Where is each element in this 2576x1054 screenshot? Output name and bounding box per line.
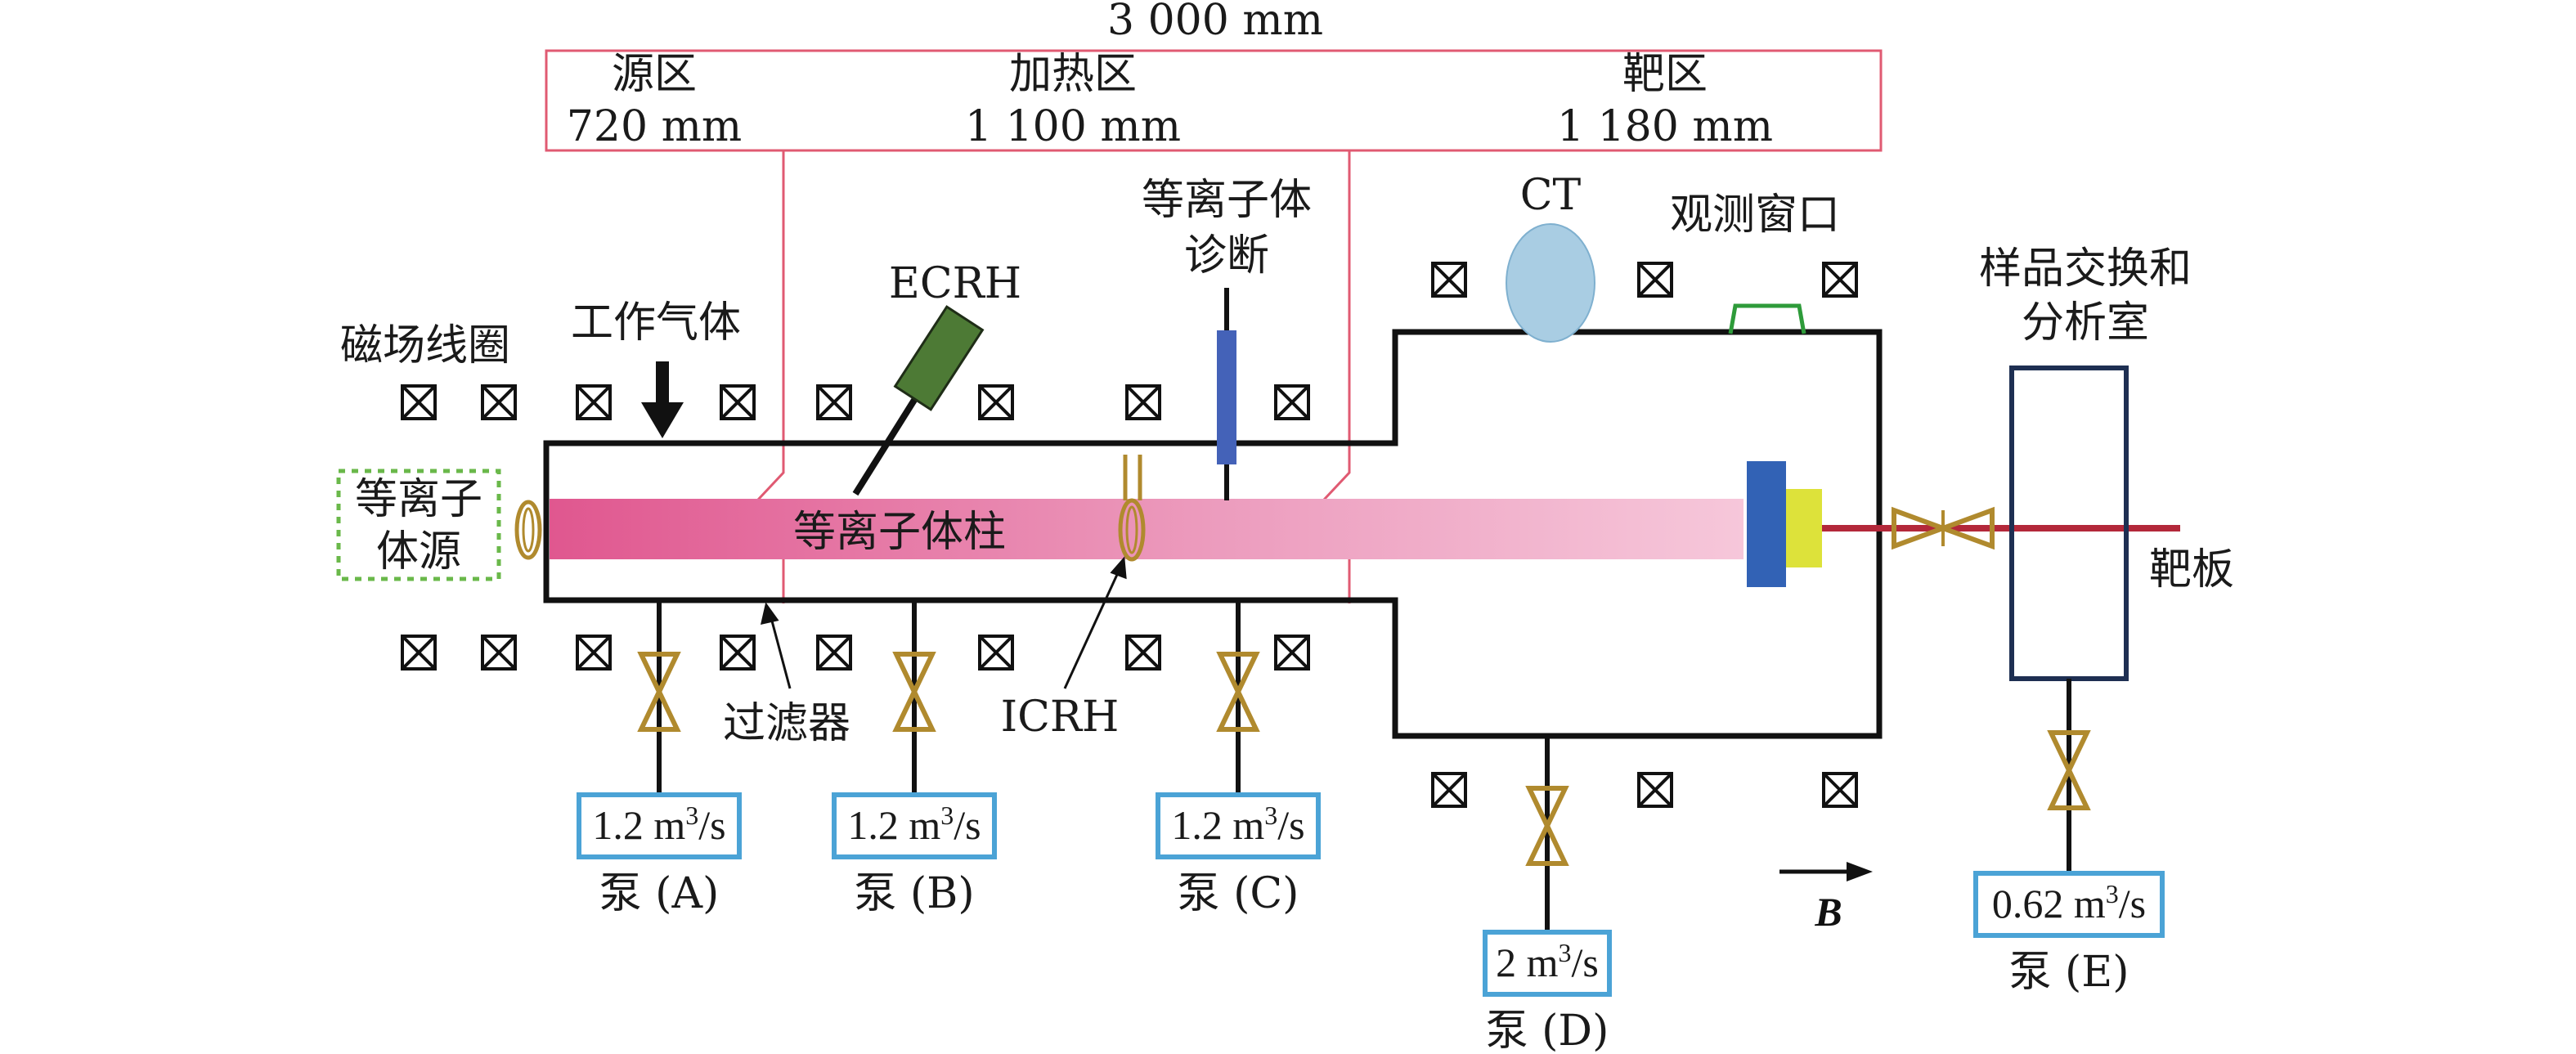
- coil-icon: [720, 635, 756, 671]
- sample-chamber-label-line2: 分析室: [2022, 298, 2149, 348]
- diagnostic-probe-icon: [1217, 330, 1236, 464]
- coil-icon: [1125, 635, 1161, 671]
- zone-heating-name: 加热区: [1009, 50, 1137, 99]
- pump-e: 0.62 m3/s 泵 (E): [1973, 679, 2165, 997]
- pump-d: 2 m3/s 泵 (D): [1483, 736, 1612, 1054]
- sample-chamber-label-line1: 样品交换和: [1979, 244, 2192, 294]
- total-length-label: 3 000 mm: [1107, 0, 1323, 45]
- pump-d-name: 泵 (D): [1486, 1007, 1609, 1054]
- pump-a-box: [577, 792, 742, 859]
- pump-b-name: 泵 (B): [854, 869, 974, 918]
- vacuum-chamber: [543, 329, 1883, 739]
- pump-e-name: 泵 (E): [2008, 948, 2129, 997]
- pump-d-speed: 2 m3/s: [1496, 938, 1599, 985]
- icrh-label: ICRH: [1001, 693, 1120, 742]
- coil-icon: [481, 384, 517, 420]
- coil-icon: [576, 384, 612, 420]
- coil-icon: [978, 635, 1014, 671]
- coil-icon: [1822, 262, 1858, 298]
- coil-icon: [401, 384, 437, 420]
- target-valve-icon: [1892, 506, 1995, 550]
- ct-ellipse-icon: [1506, 223, 1595, 343]
- coil-icon: [816, 635, 852, 671]
- plasma-source-label-line2: 体源: [376, 527, 461, 576]
- coil-icon: [1431, 772, 1467, 808]
- ecrh-waveguide: [852, 395, 919, 496]
- plasma-source-label-line1: 等离子: [355, 475, 482, 524]
- dimension-header: 3 000 mm 源区 720 mm 加热区 1 100 mm 靶区 1 180…: [545, 0, 1883, 152]
- pump-a-name: 泵 (A): [599, 869, 720, 918]
- zone-heating-length: 1 100 mm: [965, 102, 1181, 151]
- field-direction-arrow-icon: [1779, 862, 1873, 881]
- plasma-column-label: 等离子体柱: [793, 508, 1006, 557]
- coil-icon: [1274, 635, 1310, 671]
- ecrh-launcher-icon: [893, 305, 985, 411]
- target-plate-label: 靶板: [2149, 545, 2234, 594]
- zone-source-name: 源区: [612, 50, 697, 99]
- coil-icon: [576, 635, 612, 671]
- coil-icon: [1637, 772, 1673, 808]
- coil-icon: [1125, 384, 1161, 420]
- field-vector-label: B: [1814, 889, 1842, 935]
- pump-c-name: 泵 (C): [1178, 869, 1299, 918]
- ct-label: CT: [1520, 171, 1582, 220]
- target-holder: [1747, 461, 1786, 587]
- coil-icon: [481, 635, 517, 671]
- source-ring-icon: [514, 500, 542, 560]
- pump-e-box: [1973, 871, 2165, 938]
- filter-label: 过滤器: [723, 699, 850, 748]
- zone-target-name: 靶区: [1622, 50, 1708, 99]
- pump-b-box: [832, 792, 997, 859]
- icrh-antenna-icon: [1118, 455, 1146, 562]
- observation-window-label: 观测窗口: [1670, 191, 1840, 240]
- pump-a: 1.2 m3/s 泵 (A): [577, 600, 742, 918]
- pump-d-box: [1483, 930, 1612, 997]
- plasma-column: [550, 499, 1744, 559]
- observation-window-icon: [1728, 303, 1806, 334]
- working-gas-label: 工作气体: [571, 298, 741, 348]
- coil-icon: [720, 384, 756, 420]
- coil-icon: [1822, 772, 1858, 808]
- pump-e-speed: 0.62 m3/s: [1992, 879, 2146, 926]
- coil-icon: [1637, 262, 1673, 298]
- ecrh-label: ECRH: [889, 259, 1021, 308]
- coil-icon: [1274, 384, 1310, 420]
- gas-inlet-arrow-icon: [641, 361, 684, 438]
- pump-a-speed: 1.2 m3/s: [592, 801, 725, 848]
- pump-b-speed: 1.2 m3/s: [847, 801, 981, 848]
- diagnostics-label-line2: 诊断: [1184, 231, 1269, 280]
- coil-icon: [1431, 262, 1467, 298]
- zone-source-length: 720 mm: [567, 102, 742, 151]
- pump-b: 1.2 m3/s 泵 (B): [832, 600, 997, 918]
- zone-target-length: 1 180 mm: [1557, 102, 1773, 151]
- diagnostics-label-line1: 等离子体: [1142, 176, 1312, 225]
- target-plate-face: [1786, 489, 1822, 567]
- plasma-source-box: [336, 469, 501, 581]
- magnetic-coil-label: 磁场线圈: [340, 321, 510, 370]
- coil-icon: [978, 384, 1014, 420]
- pump-c-box: [1156, 792, 1321, 859]
- coil-icon: [816, 384, 852, 420]
- pump-c-speed: 1.2 m3/s: [1171, 801, 1304, 848]
- coil-icon: [401, 635, 437, 671]
- pump-c: 1.2 m3/s 泵 (C): [1156, 600, 1321, 918]
- sample-chamber-box: [2009, 366, 2129, 681]
